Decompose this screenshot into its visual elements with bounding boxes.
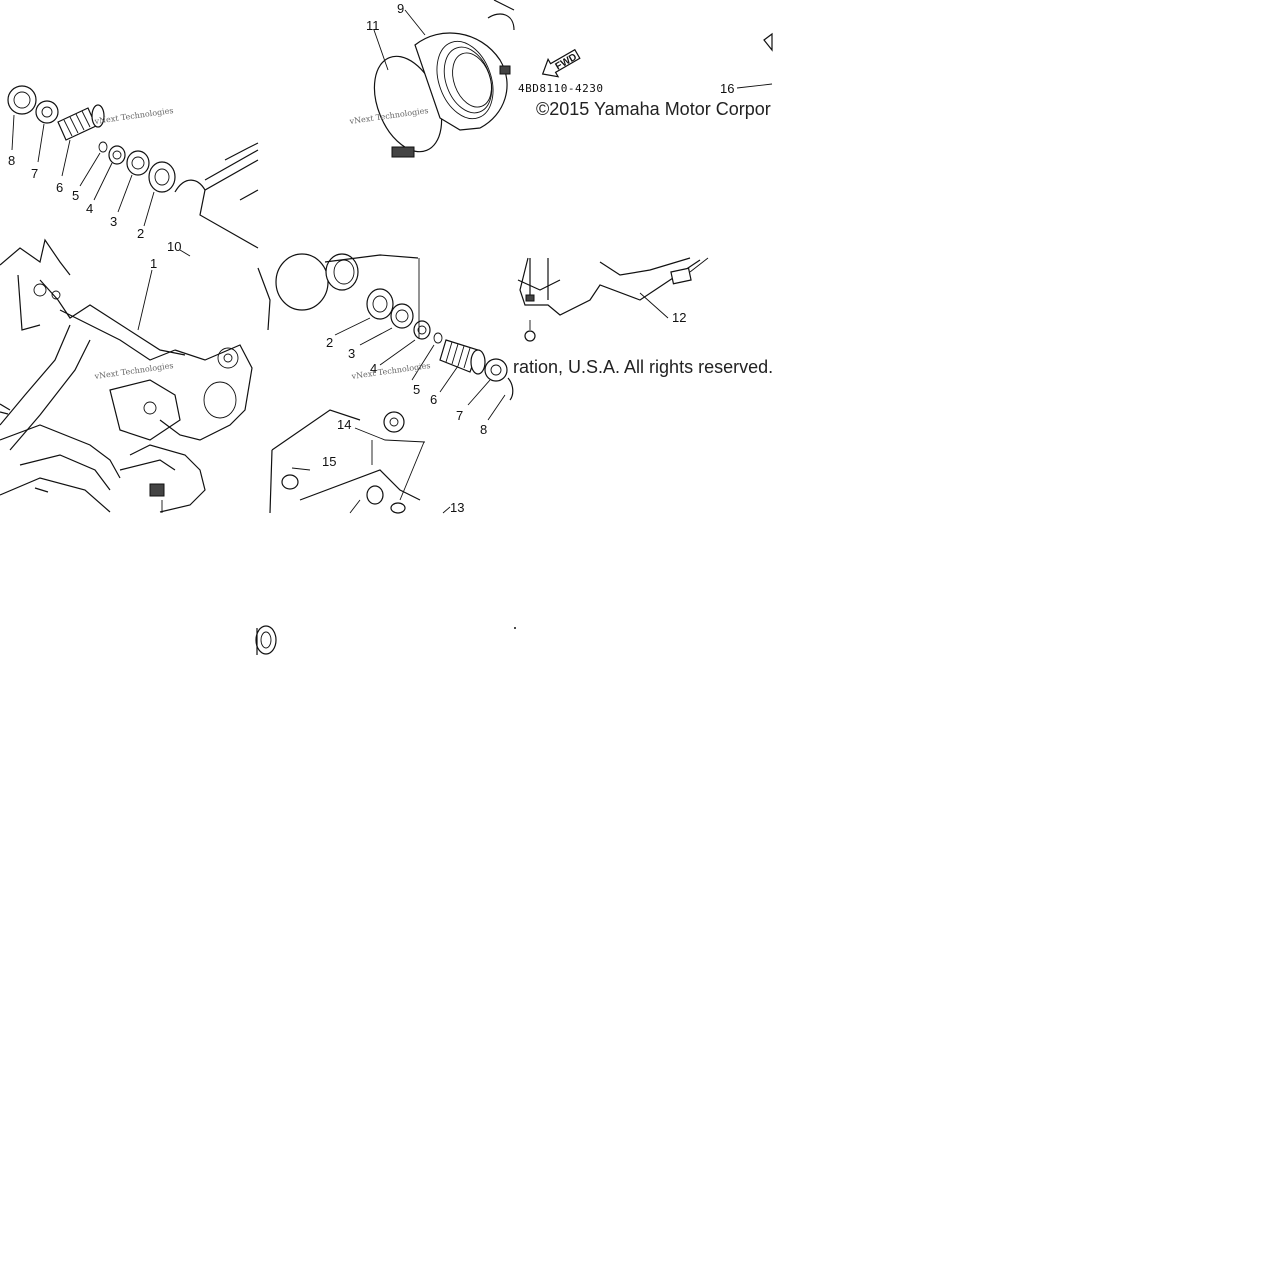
callout-14: 14 (337, 417, 351, 432)
part-nut (35, 100, 59, 124)
part-threaded-shaft (57, 104, 105, 141)
watermark: vNext Technologies (93, 106, 174, 126)
watermark: vNext Technologies (348, 106, 429, 126)
callout-11: 11 (366, 18, 380, 33)
part-washer (413, 320, 431, 340)
swing-arm: vNext Technologies 1 (0, 238, 253, 513)
detail-fragment (255, 625, 516, 655)
watermark: vNext Technologies (350, 361, 431, 381)
callout-16: 16 (720, 81, 734, 96)
callout-9: 9 (397, 1, 404, 16)
callout-8: 8 (8, 153, 15, 168)
part-threaded-shaft (439, 339, 486, 375)
callout-7: 7 (456, 408, 463, 423)
callout-6: 6 (56, 180, 63, 195)
copyright-top: ©2015 Yamaha Motor Corpor (536, 99, 771, 119)
part-bearing (148, 161, 176, 193)
part-nut (484, 358, 508, 382)
callout-6: 6 (430, 392, 437, 407)
part-o-ring (433, 332, 443, 344)
boot-and-clamp: vNext Technologies 11 9 (348, 0, 515, 158)
callout-12: 12 (672, 310, 686, 325)
copyright-bottom: ration, U.S.A. All rights reserved. (513, 357, 773, 377)
part-oil-seal (126, 150, 150, 176)
callout-5: 5 (72, 188, 79, 203)
callout-3: 3 (348, 346, 355, 361)
part-oil-seal (390, 303, 414, 329)
callout-13: 13 (450, 500, 464, 515)
left-parts-row: vNext Technologies 8 7 6 5 4 3 2 10 (7, 85, 259, 257)
callout-5: 5 (413, 382, 420, 397)
callout-10: 10 (167, 239, 181, 254)
callout-4: 4 (370, 361, 377, 376)
chain-guard: 12 ration, U.S.A. All rights reserved. (513, 257, 773, 377)
callout-2: 2 (137, 226, 144, 241)
part-bearing (366, 288, 394, 320)
callout-8: 8 (480, 422, 487, 437)
part-cap (7, 85, 37, 115)
callout-3: 3 (110, 214, 117, 229)
diagram-header: FWD 4BD8110-4230 16 ©2015 Yamaha Motor C… (518, 32, 773, 119)
callout-1: 1 (150, 256, 157, 271)
part-code: 4BD8110-4230 (518, 82, 603, 95)
fwd-arrow-icon: FWD (541, 48, 581, 78)
callout-7: 7 (31, 166, 38, 181)
center-parts-row: vNext Technologies 2 3 4 5 6 7 8 14 15 1… (257, 253, 514, 515)
watermark: vNext Technologies (93, 361, 174, 381)
callout-2: 2 (326, 335, 333, 350)
callout-15: 15 (322, 454, 336, 469)
svg-text:FWD: FWD (554, 52, 579, 73)
part-o-ring (98, 141, 108, 153)
callout-4: 4 (86, 201, 93, 216)
part-washer (108, 145, 126, 165)
